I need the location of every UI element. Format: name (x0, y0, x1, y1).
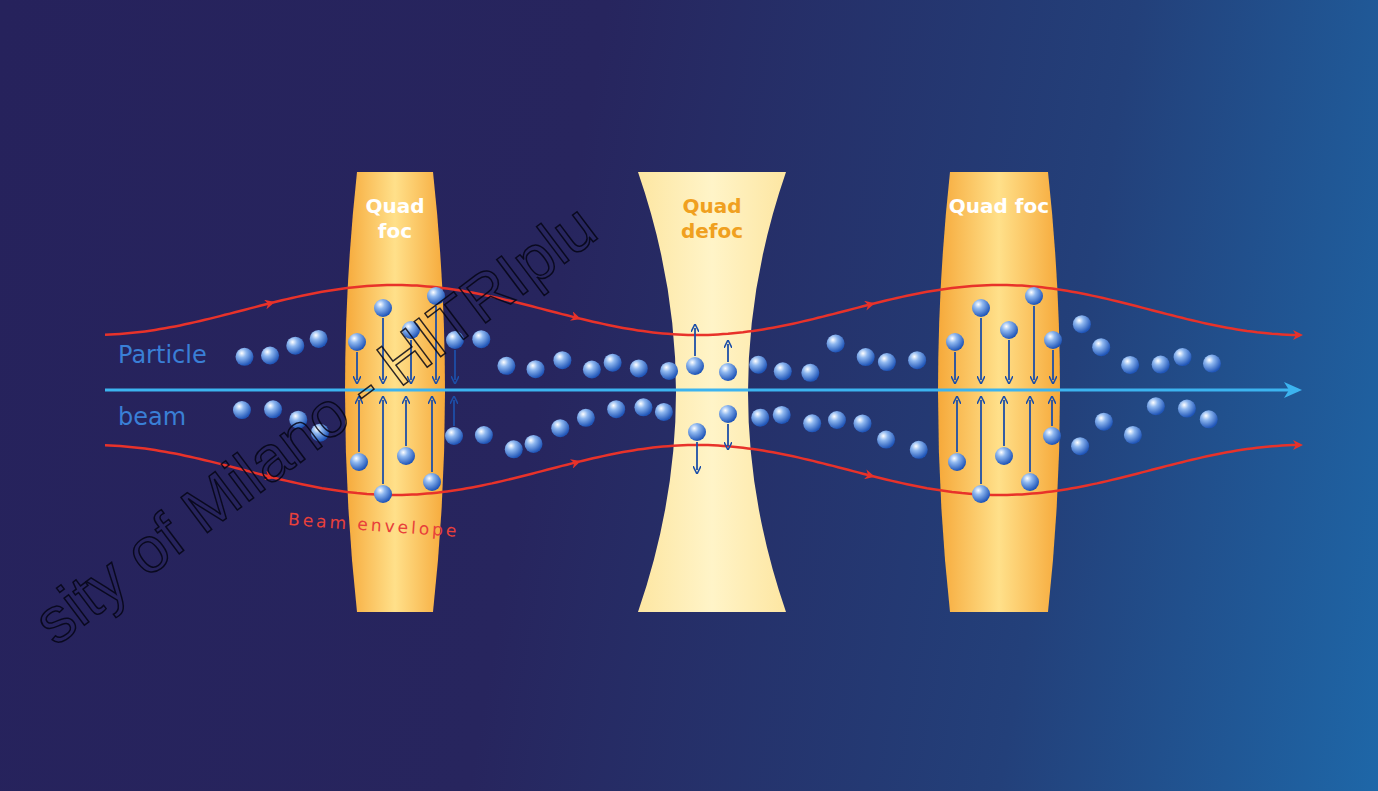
quadrupole-label: Quad foc (355, 194, 435, 244)
defocusing-quadrupole: Quad defoc (638, 172, 786, 612)
beam-label: Particle beam (118, 324, 228, 448)
quadrupole-label: Quad defoc (653, 194, 771, 244)
watermark: sity of Milano - HITRIplu (20, 189, 610, 659)
quadrupole-label: Quad foc (948, 194, 1050, 219)
focusing-quadrupole: Quad foc (938, 172, 1060, 612)
lens-shape (938, 172, 1060, 612)
envelope-label: Beam envelope (288, 509, 461, 541)
